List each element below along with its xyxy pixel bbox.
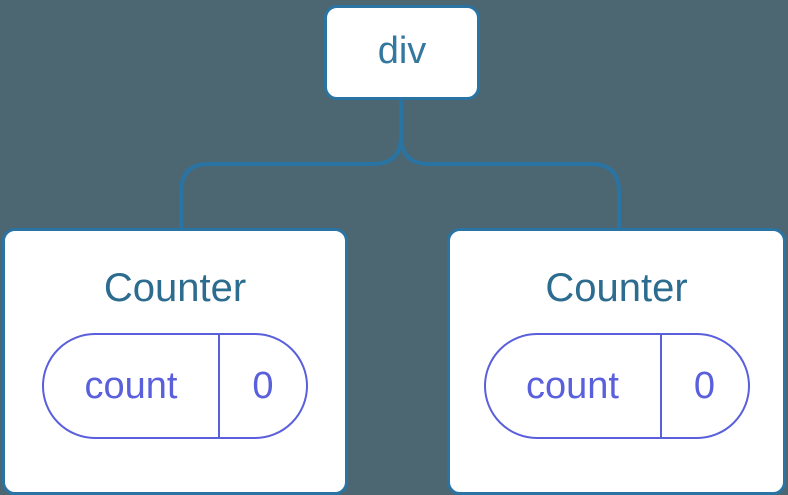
edge-root-to-left-counter	[179, 98, 403, 230]
state-value: 0	[218, 335, 306, 437]
counter-node-right: Counter count 0	[447, 228, 786, 495]
root-node-label: div	[377, 29, 427, 72]
counter-node-left: Counter count 0	[2, 228, 348, 495]
state-key-label: count	[526, 364, 619, 407]
counter-title: Counter	[545, 266, 688, 310]
state-value: 0	[659, 335, 748, 437]
state-pill: count 0	[42, 333, 308, 439]
root-node-div: div	[324, 5, 480, 100]
state-pill: count 0	[483, 333, 750, 439]
state-key-label: count	[84, 364, 178, 407]
edge-root-to-right-counter	[399, 98, 621, 230]
counter-title: Counter	[103, 266, 247, 310]
